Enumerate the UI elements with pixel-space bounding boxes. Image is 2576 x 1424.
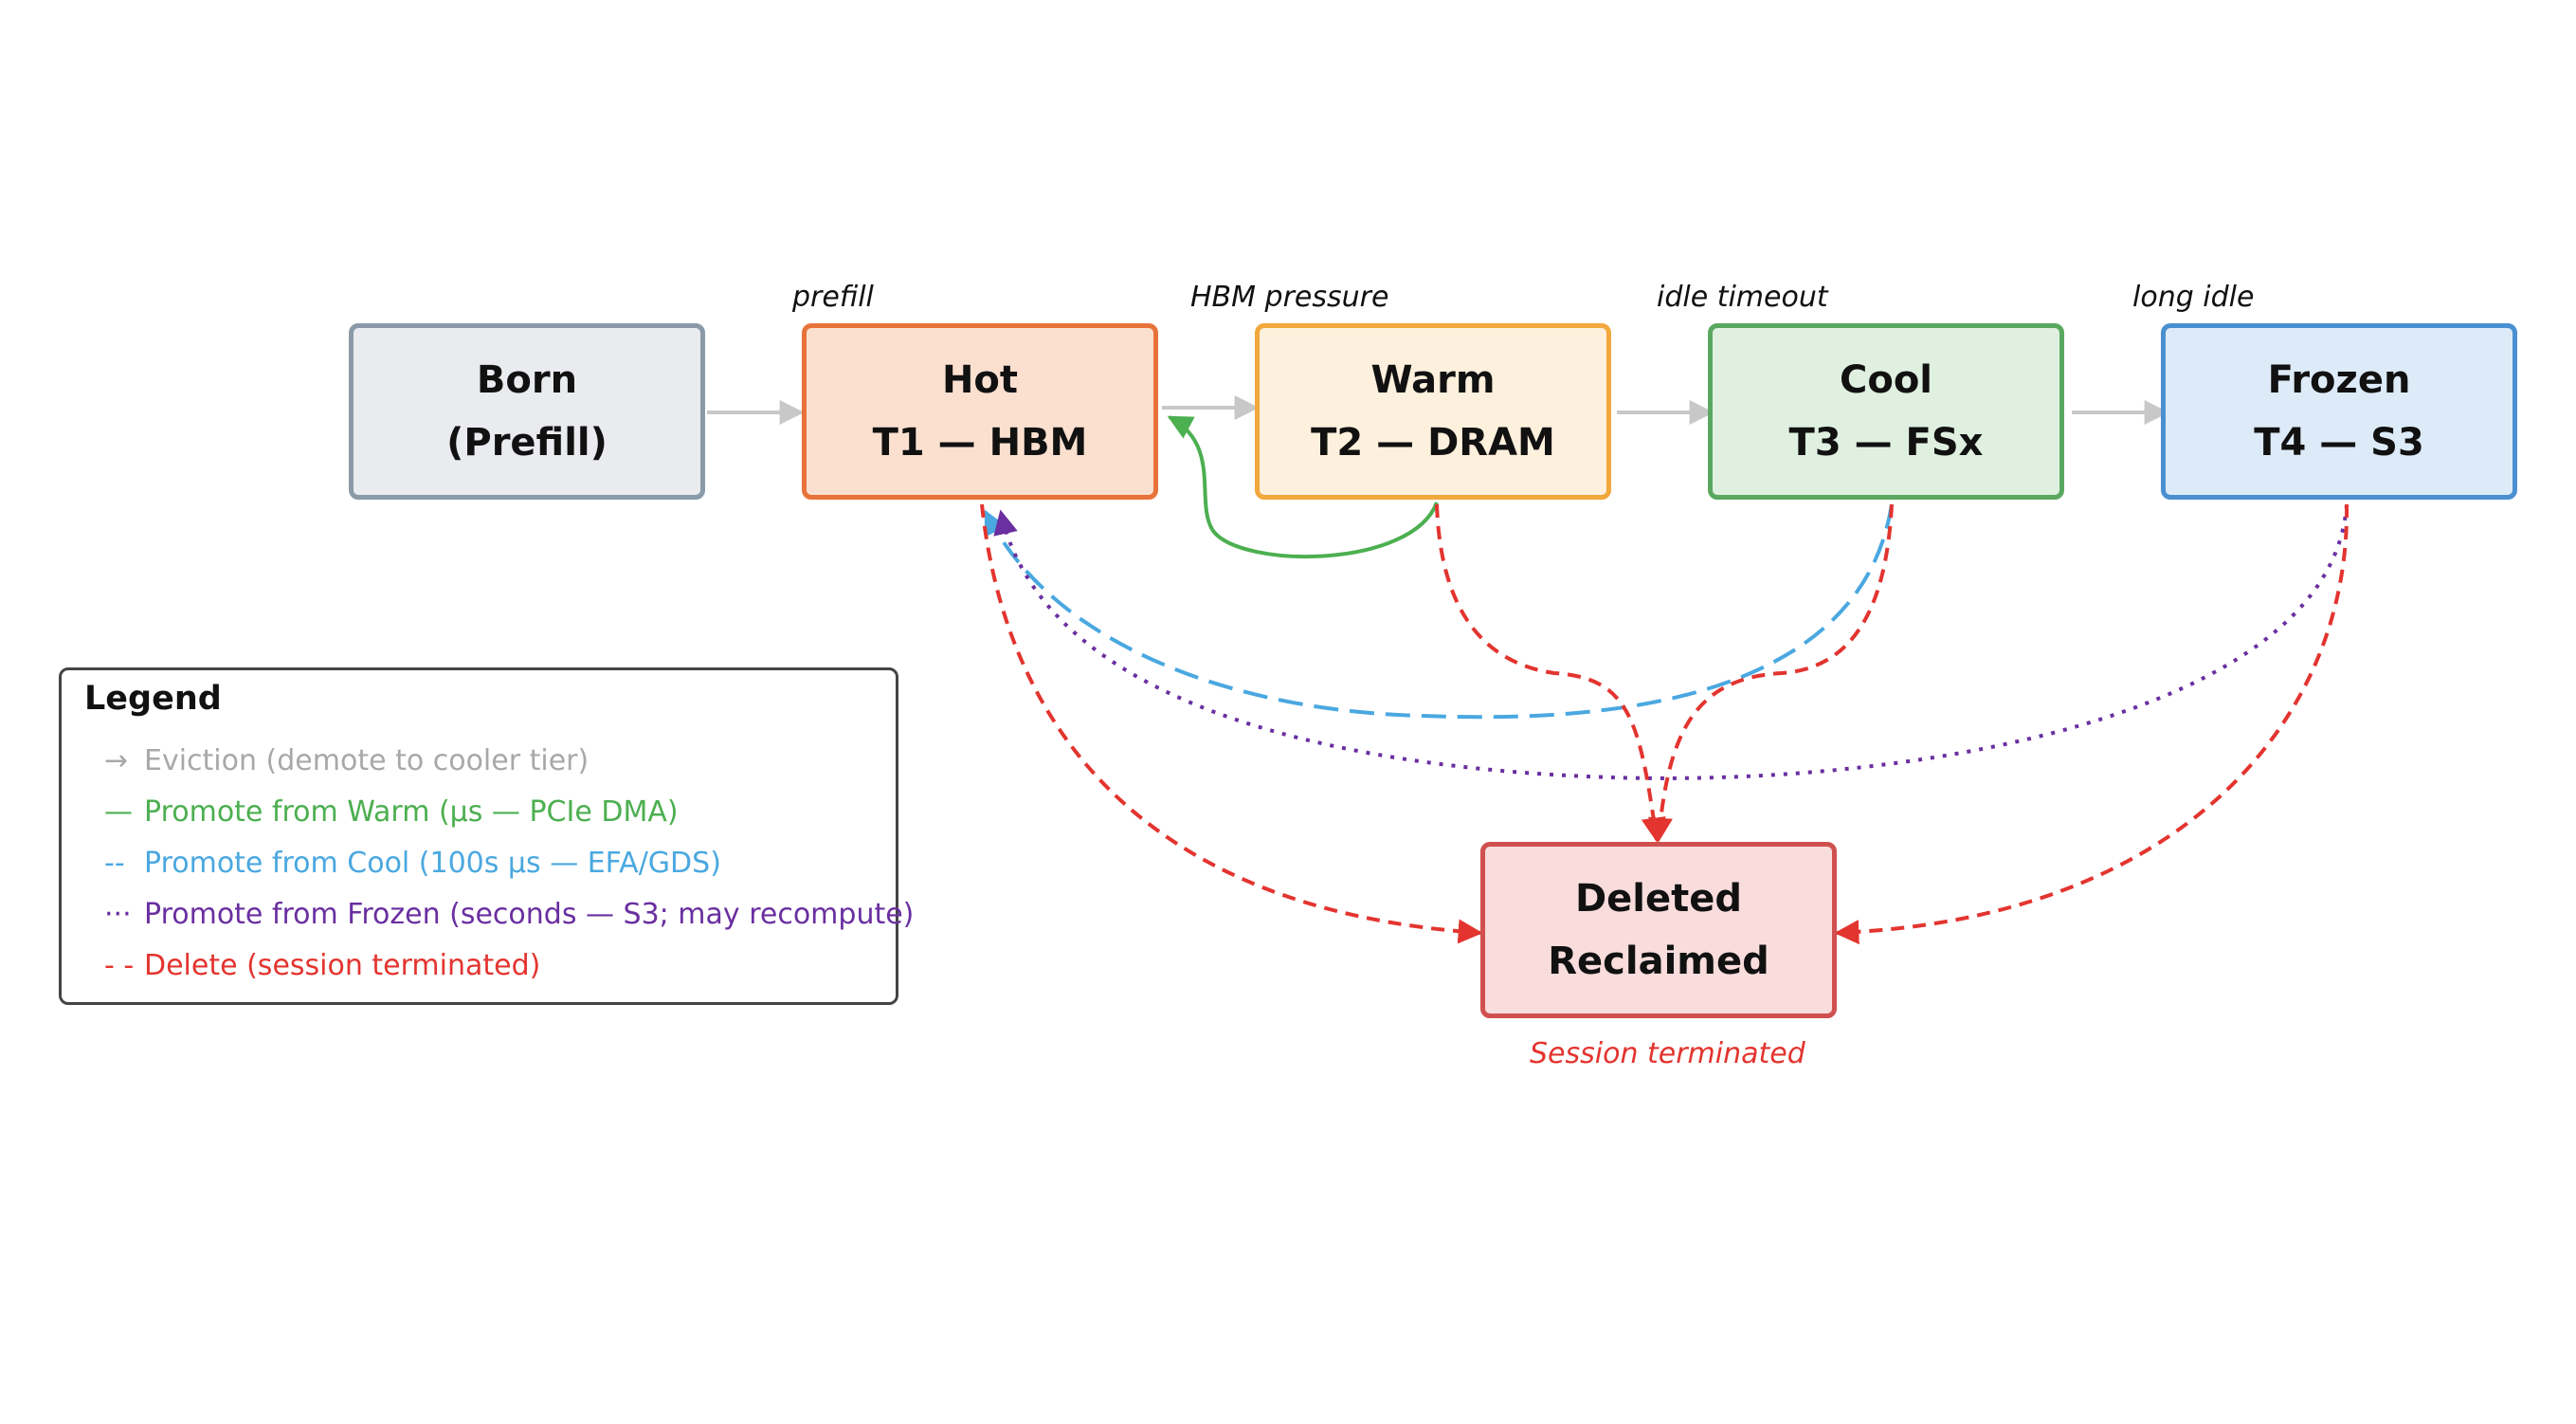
node-deleted-subtitle: Reclaimed (1548, 940, 1769, 983)
edge-label-long-idle: long idle (2132, 281, 2255, 314)
legend: Legend → Eviction (demote to cooler tier)… (59, 667, 914, 1005)
delete-hot-deleted (980, 503, 1483, 944)
legend-symbol-red-dash-icon: - - (104, 949, 135, 982)
legend-item-delete: - - Delete (session terminated) (104, 949, 540, 982)
node-warm: Warm T2 — DRAM (1255, 323, 1611, 500)
node-cool-title: Cool (1839, 358, 1933, 402)
node-warm-title: Warm (1370, 358, 1496, 402)
node-deleted-title: Deleted (1574, 877, 1743, 921)
node-born-subtitle: (Prefill) (446, 421, 608, 465)
legend-label: Promote from Cool (100s µs — EFA/GDS) (144, 847, 721, 880)
node-hot-title: Hot (941, 358, 1019, 402)
promote-cool-hot (984, 503, 1894, 720)
node-frozen-subtitle: T4 — S3 (2254, 421, 2424, 465)
node-deleted: Deleted Reclaimed (1480, 842, 1837, 1018)
edge-label-prefill: prefill (792, 281, 874, 314)
edge-label-idle-timeout: idle timeout (1657, 281, 1828, 314)
node-warm-subtitle: T2 — DRAM (1311, 421, 1555, 465)
delete-warm-deleted (1435, 503, 1666, 843)
delete-cool-deleted (1648, 503, 1894, 843)
legend-title: Legend (84, 680, 222, 718)
legend-symbol-arrow-icon: → (104, 744, 129, 777)
deleted-caption: Session terminated (1530, 1037, 1805, 1070)
legend-label: Promote from Warm (µs — PCIe DMA) (144, 795, 679, 829)
legend-item-promote-frozen: ··· Promote from Frozen (seconds — S3; ma… (104, 898, 914, 931)
node-frozen: Frozen T4 — S3 (2161, 323, 2517, 500)
legend-item-promote-cool: -- Promote from Cool (100s µs — EFA/GDS) (104, 847, 721, 880)
legend-label: Delete (session terminated) (144, 949, 541, 982)
node-hot-subtitle: T1 — HBM (872, 421, 1088, 465)
legend-item-eviction: → Eviction (demote to cooler tier) (104, 744, 589, 777)
promote-frozen-hot (993, 503, 2349, 780)
node-cool-subtitle: T3 — FSx (1788, 421, 1984, 465)
node-cool: Cool T3 — FSx (1708, 323, 2064, 500)
node-born-title: Born (476, 358, 578, 402)
legend-symbol-dashed-line-icon: -- (104, 847, 125, 880)
node-born: Born (Prefill) (349, 323, 705, 500)
node-frozen-title: Frozen (2267, 358, 2411, 402)
legend-item-promote-warm: — Promote from Warm (µs — PCIe DMA) (104, 795, 679, 829)
legend-label: Eviction (demote to cooler tier) (144, 744, 590, 777)
node-hot: Hot T1 — HBM (802, 323, 1158, 500)
legend-symbol-solid-line-icon: — (104, 795, 133, 829)
delete-frozen-deleted (1834, 503, 2349, 945)
edge-label-hbm-pressure: HBM pressure (1190, 281, 1389, 314)
legend-symbol-dotted-line-icon: ··· (104, 898, 132, 931)
promote-warm-hot (1167, 415, 1439, 558)
legend-label: Promote from Frozen (seconds — S3; may r… (144, 898, 915, 931)
